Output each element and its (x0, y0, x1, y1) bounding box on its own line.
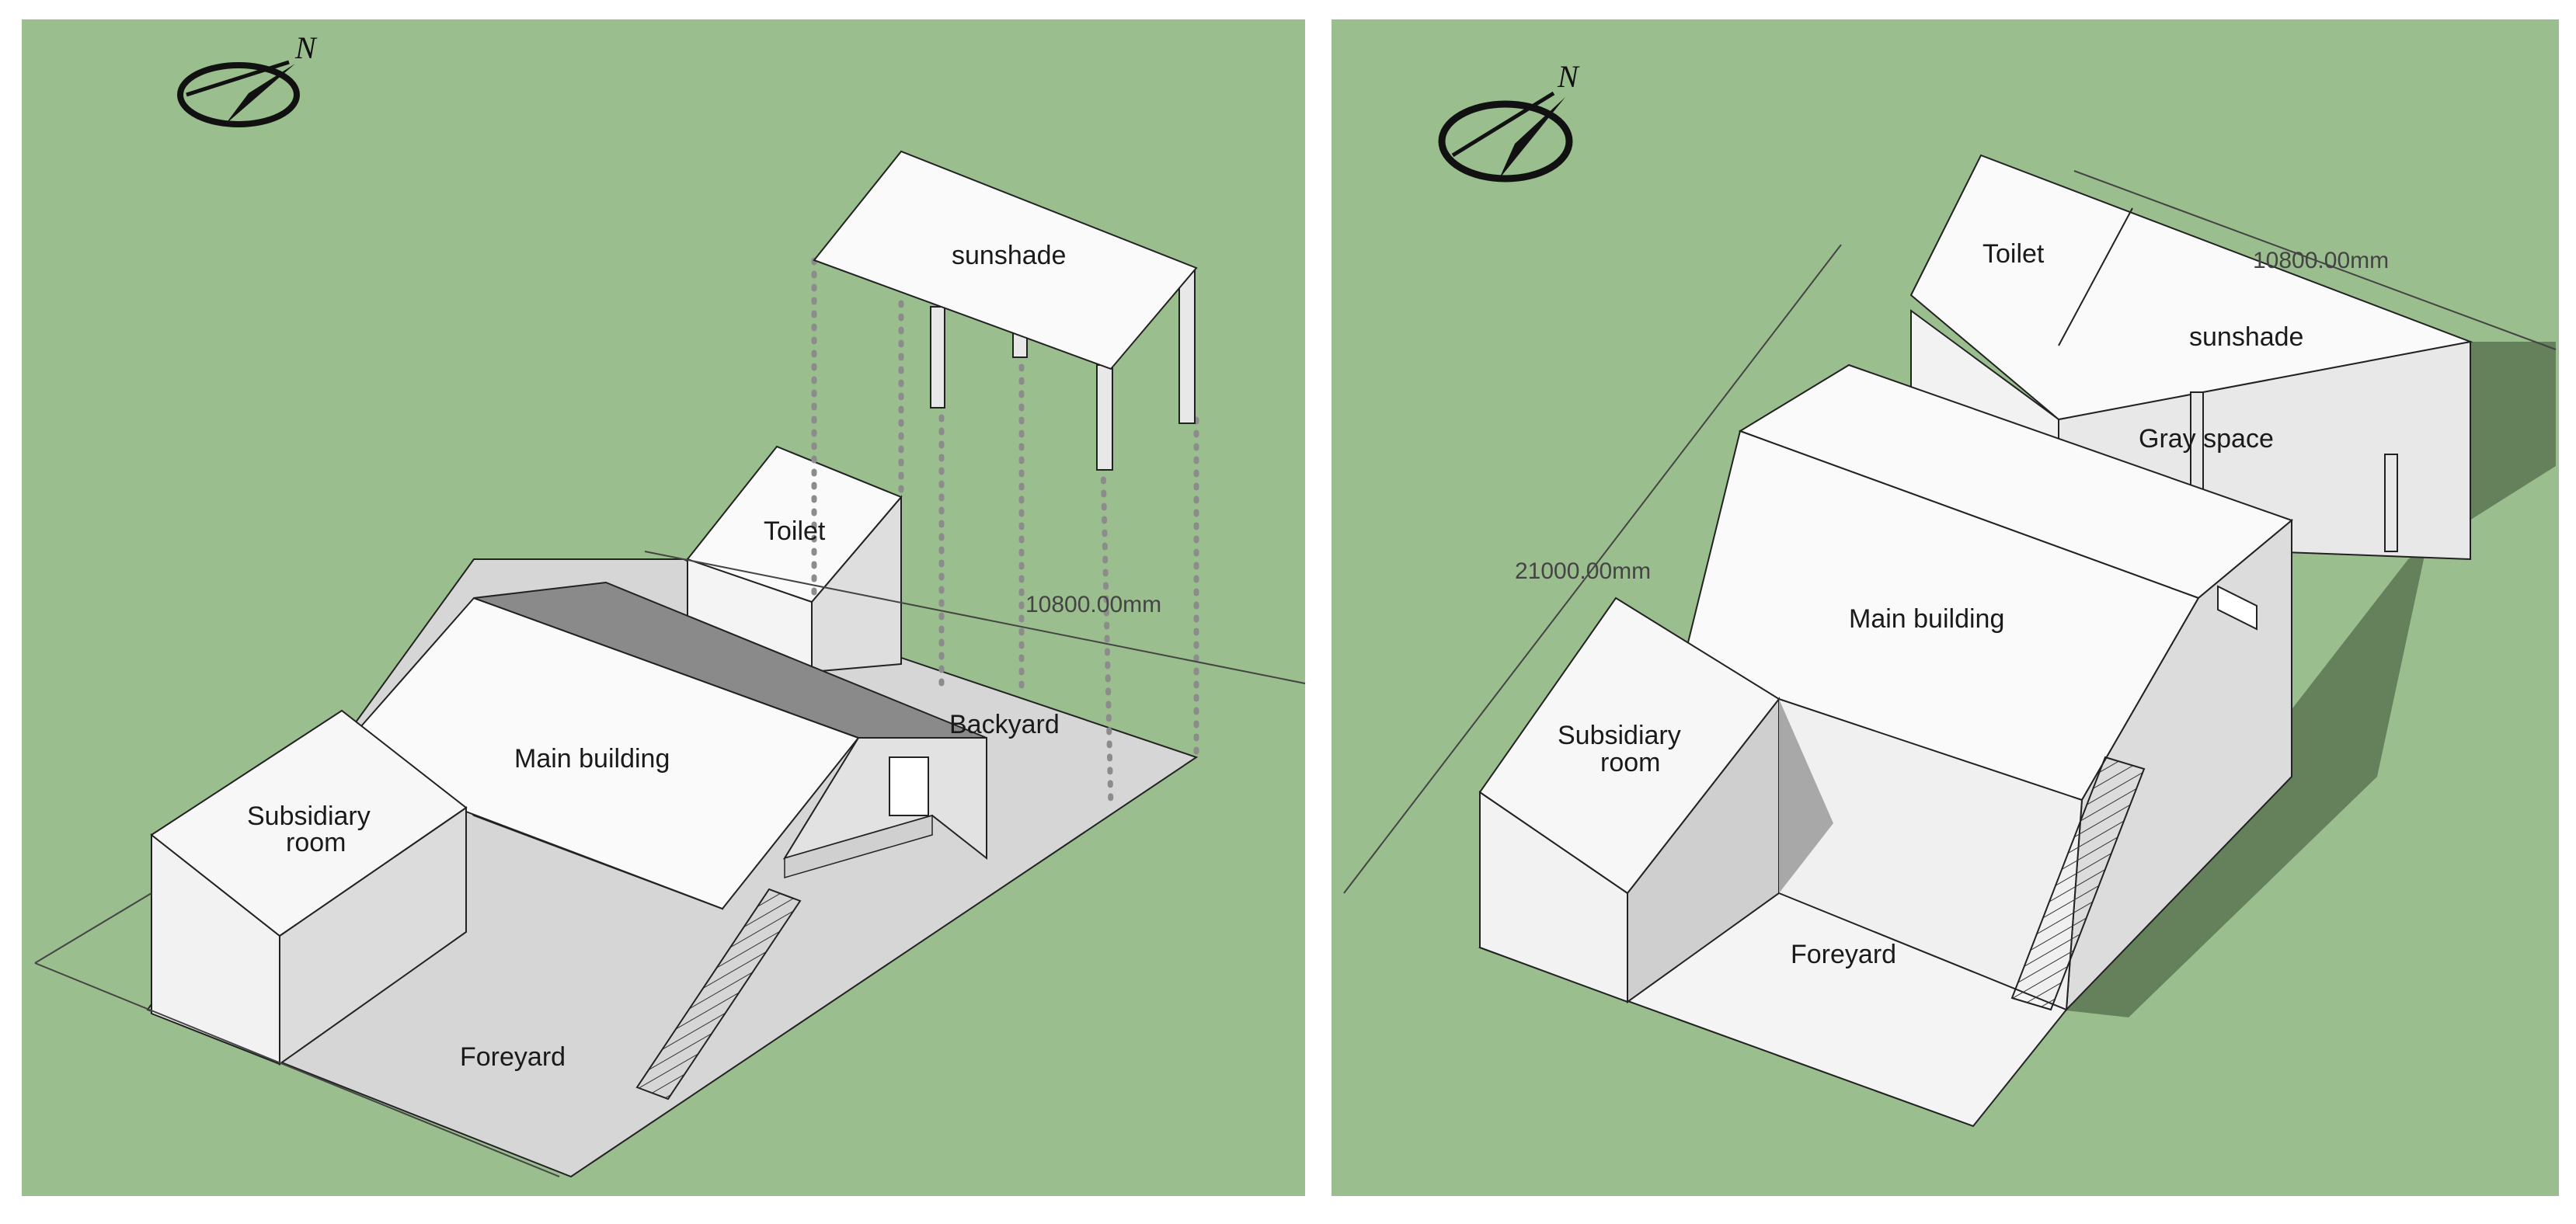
dimension-left-panel: 10800.00mm (1025, 592, 1161, 617)
north-label: N (294, 30, 318, 65)
subsidiary-room-block (150, 709, 468, 1066)
label-subsidiary-room-1: Subsidiary (1558, 721, 1681, 750)
label-main-building: Main building (1849, 604, 2004, 634)
label-subsidiary-room-2: room (1600, 748, 1660, 777)
right-stairs (2010, 756, 2146, 1011)
label-sunshade: sunshade (2189, 322, 2303, 352)
left-stairs (635, 888, 802, 1101)
label-toilet: Toilet (1982, 239, 2045, 269)
toilet-block (686, 445, 903, 673)
left-dimension-lines (34, 551, 1306, 1177)
label-subsidiary-room-2: room (286, 828, 346, 857)
main-building-block (1676, 363, 2293, 1012)
label-foreyard: Foreyard (460, 1042, 566, 1072)
dimension-left: 21000.00mm (1515, 558, 1651, 584)
dimension-top: 10800.00mm (2253, 248, 2389, 273)
label-main-building: Main building (514, 744, 670, 774)
right-panel: N (1332, 19, 2559, 1196)
right-dimension-lines (1343, 170, 2557, 894)
label-gray-space: Gray space (2139, 424, 2274, 454)
label-foreyard: Foreyard (1791, 940, 1896, 969)
left-panel: N (22, 19, 1306, 1196)
label-toilet: Toilet (764, 516, 826, 546)
label-sunshade: sunshade (952, 241, 1066, 270)
sunshade-structure (813, 150, 1198, 471)
north-label: N (1557, 59, 1580, 94)
label-backyard: Backyard (949, 710, 1060, 739)
sunshade-projection-lines (811, 257, 1199, 811)
subsidiary-room-block (1478, 596, 1833, 1003)
main-building-block (360, 581, 987, 1101)
north-arrow-icon: N (1438, 59, 1580, 183)
label-subsidiary-room-1: Subsidiary (247, 802, 371, 831)
north-arrow-icon: N (177, 30, 318, 127)
